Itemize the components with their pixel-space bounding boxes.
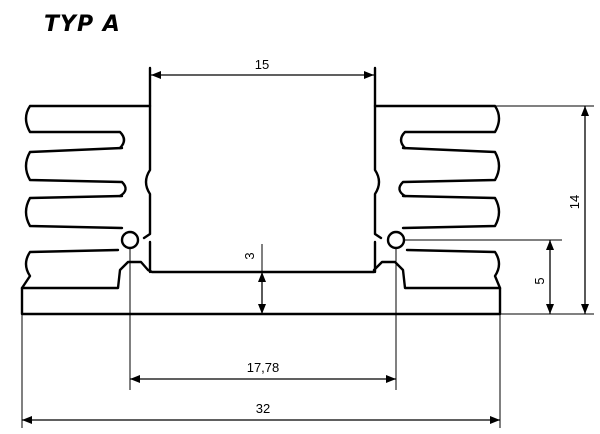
- dimension-base-thickness-label: 3: [242, 252, 257, 259]
- drawing-title: TYP A: [44, 12, 121, 37]
- dimension-total-width-label: 32: [256, 401, 270, 416]
- right-channel-wall: [373, 66, 383, 274]
- left-fin-1: [24, 104, 152, 150]
- left-mounting-hole: [120, 230, 140, 250]
- dimension-total-width: 32: [21, 314, 501, 428]
- dimension-hole-spacing-label: 17,78: [247, 360, 280, 375]
- right-fin-2: [398, 146, 501, 198]
- dimension-top-width-label: 15: [255, 57, 269, 72]
- left-channel-wall: [142, 66, 152, 274]
- dimension-top-width: 15: [151, 57, 374, 79]
- right-mounting-hole: [386, 230, 406, 250]
- left-fin-2: [24, 146, 127, 198]
- left-fin-3: [24, 194, 124, 230]
- right-fin-4: [405, 248, 502, 290]
- heatsink-profile: [20, 66, 502, 316]
- right-fin-1: [373, 104, 501, 150]
- dimension-hole-height: 5: [404, 239, 562, 314]
- dimension-base-thickness: 3: [242, 244, 266, 314]
- left-fin-4: [20, 248, 120, 290]
- dimension-total-height: 14: [375, 105, 594, 315]
- dimension-hole-height-label: 5: [532, 277, 547, 284]
- dimension-hole-spacing: 17,78: [129, 248, 397, 390]
- dimension-total-height-label: 14: [567, 195, 582, 209]
- right-fin-3: [401, 194, 501, 230]
